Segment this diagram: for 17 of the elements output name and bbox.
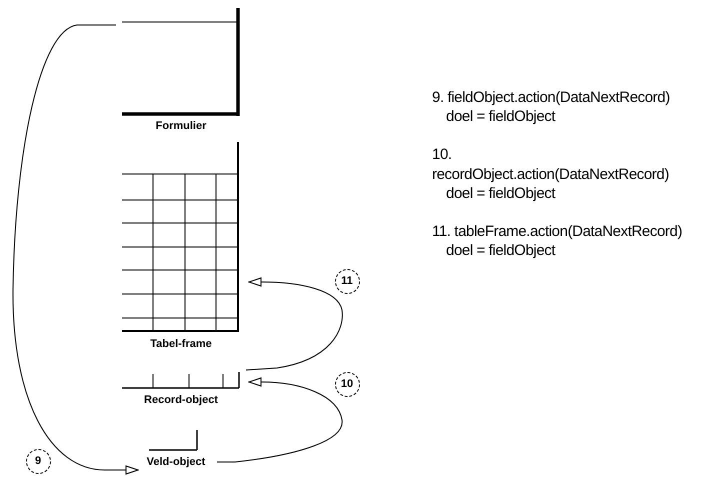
code-note: 9. fieldObject.action(DataNextRecord) xyxy=(432,89,670,107)
code-note: doel = fieldObject xyxy=(446,108,556,126)
code-note: doel = fieldObject xyxy=(446,185,556,203)
object-caption: Record-object xyxy=(144,393,218,408)
code-note: recordObject.action(DataNextRecord) xyxy=(432,166,669,184)
edge-label: 10 xyxy=(334,372,360,396)
curved-arrow xyxy=(216,378,342,462)
code-note: 11. tableFrame.action(DataNextRecord) xyxy=(432,223,682,241)
edge-label: 11 xyxy=(334,268,360,294)
curved-arrow xyxy=(246,278,343,370)
object-caption: Veld-object xyxy=(146,455,206,470)
code-note: 10. xyxy=(432,146,452,164)
edge-label: 9 xyxy=(26,448,50,474)
object-caption: Formulier xyxy=(156,119,206,134)
curved-arrow xyxy=(12,24,138,474)
object-caption: Tabel-frame xyxy=(150,337,212,352)
code-note: doel = fieldObject xyxy=(446,242,556,260)
